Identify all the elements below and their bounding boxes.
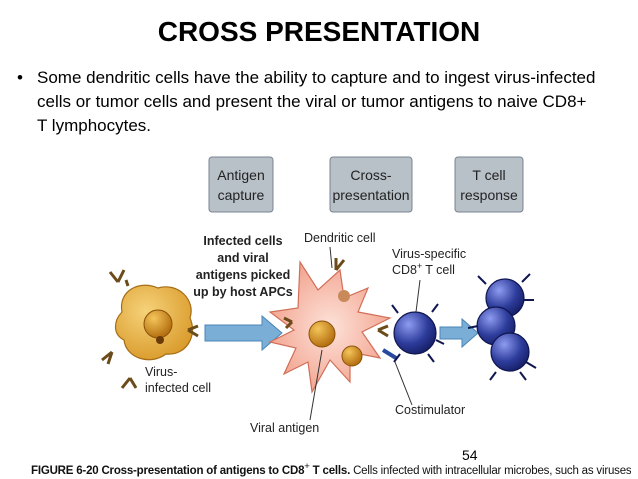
label-line: CD8+T cell (392, 261, 455, 277)
caption-rest: Cells infected with intracellular microb… (353, 464, 631, 477)
endosome-icon (338, 290, 350, 302)
caption-bold-end: T cells. (309, 464, 351, 477)
caption-bold: FIGURE 6-20 Cross-presentation of antige… (31, 464, 305, 477)
cd8-text: CD8 (392, 263, 417, 277)
label-dendritic-cell: Dendritic cell (304, 231, 376, 245)
superscript-plus: + (417, 261, 422, 271)
cd8-t-cell (391, 303, 445, 363)
mhc-receptor-icon (334, 258, 346, 271)
page-number: 54 (462, 447, 478, 463)
bullet-point: • Some dendritic cells have the ability … (17, 66, 597, 138)
virus-infected-cell (101, 269, 199, 389)
stage-header-t-cell-response: T cell response (454, 156, 524, 213)
mhc-receptor-icon (283, 316, 294, 330)
label-line: Infected cells (203, 234, 282, 248)
response-arrow (439, 317, 479, 349)
stage-header-line1: T cell (472, 167, 505, 183)
stage-header-cross-presentation: Cross- presentation (329, 156, 413, 213)
label-virus-specific: Virus-specific CD8+T cell (392, 247, 466, 277)
effector-t-cell-cluster (467, 273, 537, 381)
label-viral-antigen: Viral antigen (250, 421, 319, 435)
label-line: infected cell (145, 381, 211, 395)
slide-title: CROSS PRESENTATION (157, 16, 481, 47)
ingested-cell-icon (308, 320, 336, 348)
figure-caption: FIGURE 6-20 Cross-presentation of antige… (31, 461, 631, 477)
label-line: Virus- (145, 365, 177, 379)
dendritic-cell (268, 258, 398, 394)
mhc-receptor-icon (101, 350, 114, 365)
capture-arrow (204, 314, 283, 352)
label-line: and viral (217, 251, 268, 265)
mhc-receptor-icon (377, 324, 389, 338)
costimulator-icon (381, 348, 398, 360)
stage-header-line2: response (460, 187, 518, 203)
label-line: antigens picked (196, 268, 290, 282)
bullet-icon: • (17, 68, 23, 87)
label-costimulator: Costimulator (395, 403, 465, 417)
label-line: Virus-specific (392, 247, 466, 261)
virus-particle-icon (156, 336, 164, 344)
label-infected-cells: Infected cells and viral antigens picked… (193, 234, 293, 299)
mhc-receptor-icon (120, 377, 138, 389)
stage-header-line1: Antigen (217, 167, 264, 183)
label-line: up by host APCs (193, 285, 293, 299)
stage-header-line1: Cross- (350, 167, 392, 183)
stage-header-line2: capture (218, 187, 265, 203)
bullet-text: Some dendritic cells have the ability to… (37, 68, 596, 135)
effector-t-cell (490, 332, 530, 372)
mhc-receptor-icon (108, 269, 130, 287)
t-cell-text: T cell (425, 263, 455, 277)
stage-header-line2: presentation (332, 187, 409, 203)
mhc-receptor-icon (187, 324, 199, 338)
stage-header-antigen-capture: Antigen capture (208, 156, 274, 213)
infected-cell-nucleus (143, 309, 173, 339)
ingested-cell-icon (341, 345, 363, 367)
label-virus-infected-cell: Virus- infected cell (145, 365, 211, 395)
caption-superscript: + (304, 461, 310, 472)
